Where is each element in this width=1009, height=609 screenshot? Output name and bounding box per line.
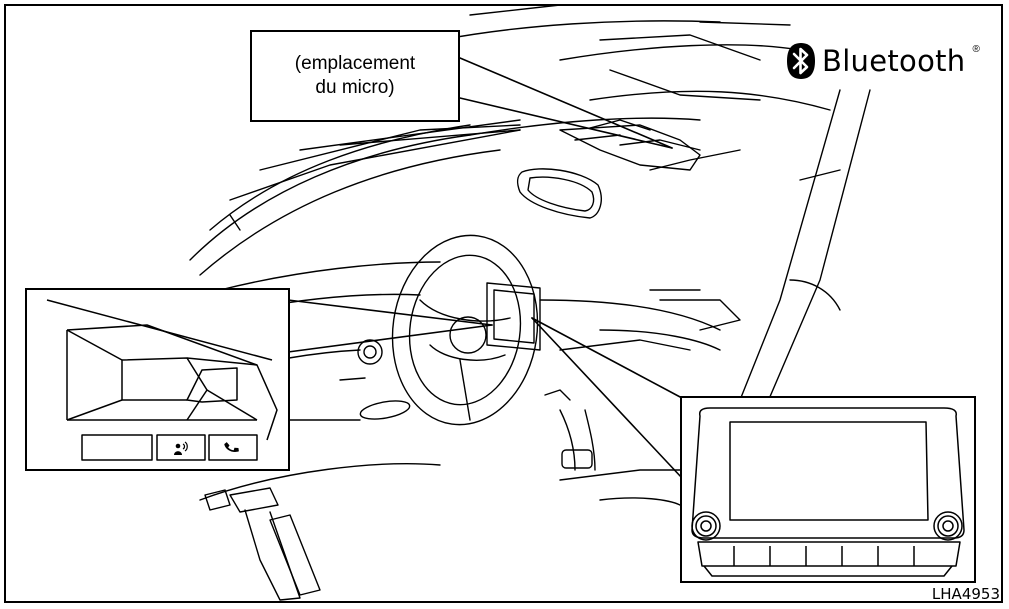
pointer-screen <box>531 317 683 479</box>
pointer-steering <box>287 299 493 353</box>
callout-line-2: du micro) <box>315 77 395 98</box>
windshield-lines <box>439 4 831 111</box>
left-vents <box>339 339 411 420</box>
steering-switch-inset <box>25 288 290 471</box>
a-pillar-right <box>649 89 871 421</box>
figure-code: LHA4953 <box>931 585 1000 603</box>
display-unit-drawing <box>691 407 965 577</box>
headliner <box>469 117 741 171</box>
pedals <box>204 487 321 601</box>
rearview-mirror <box>516 168 602 219</box>
center-screen-small <box>486 282 541 351</box>
registered-mark: ® <box>972 43 980 55</box>
mic-location-callout: (emplacement du micro) <box>250 30 460 122</box>
phone-handset-icon <box>224 442 239 452</box>
steering-wheel <box>391 234 539 426</box>
pointer-mic <box>459 57 673 149</box>
voice-recognition-icon <box>174 441 188 455</box>
center-console <box>544 389 681 506</box>
steering-switch-drawing <box>46 299 278 461</box>
a-pillar-left <box>189 119 521 276</box>
center-display-inset <box>680 396 976 583</box>
bluetooth-logo: Bluetooth ® <box>786 42 980 80</box>
callout-line-1: (emplacement <box>294 53 416 74</box>
bluetooth-rune-icon <box>787 43 815 79</box>
bluetooth-wordmark: Bluetooth <box>822 44 966 78</box>
